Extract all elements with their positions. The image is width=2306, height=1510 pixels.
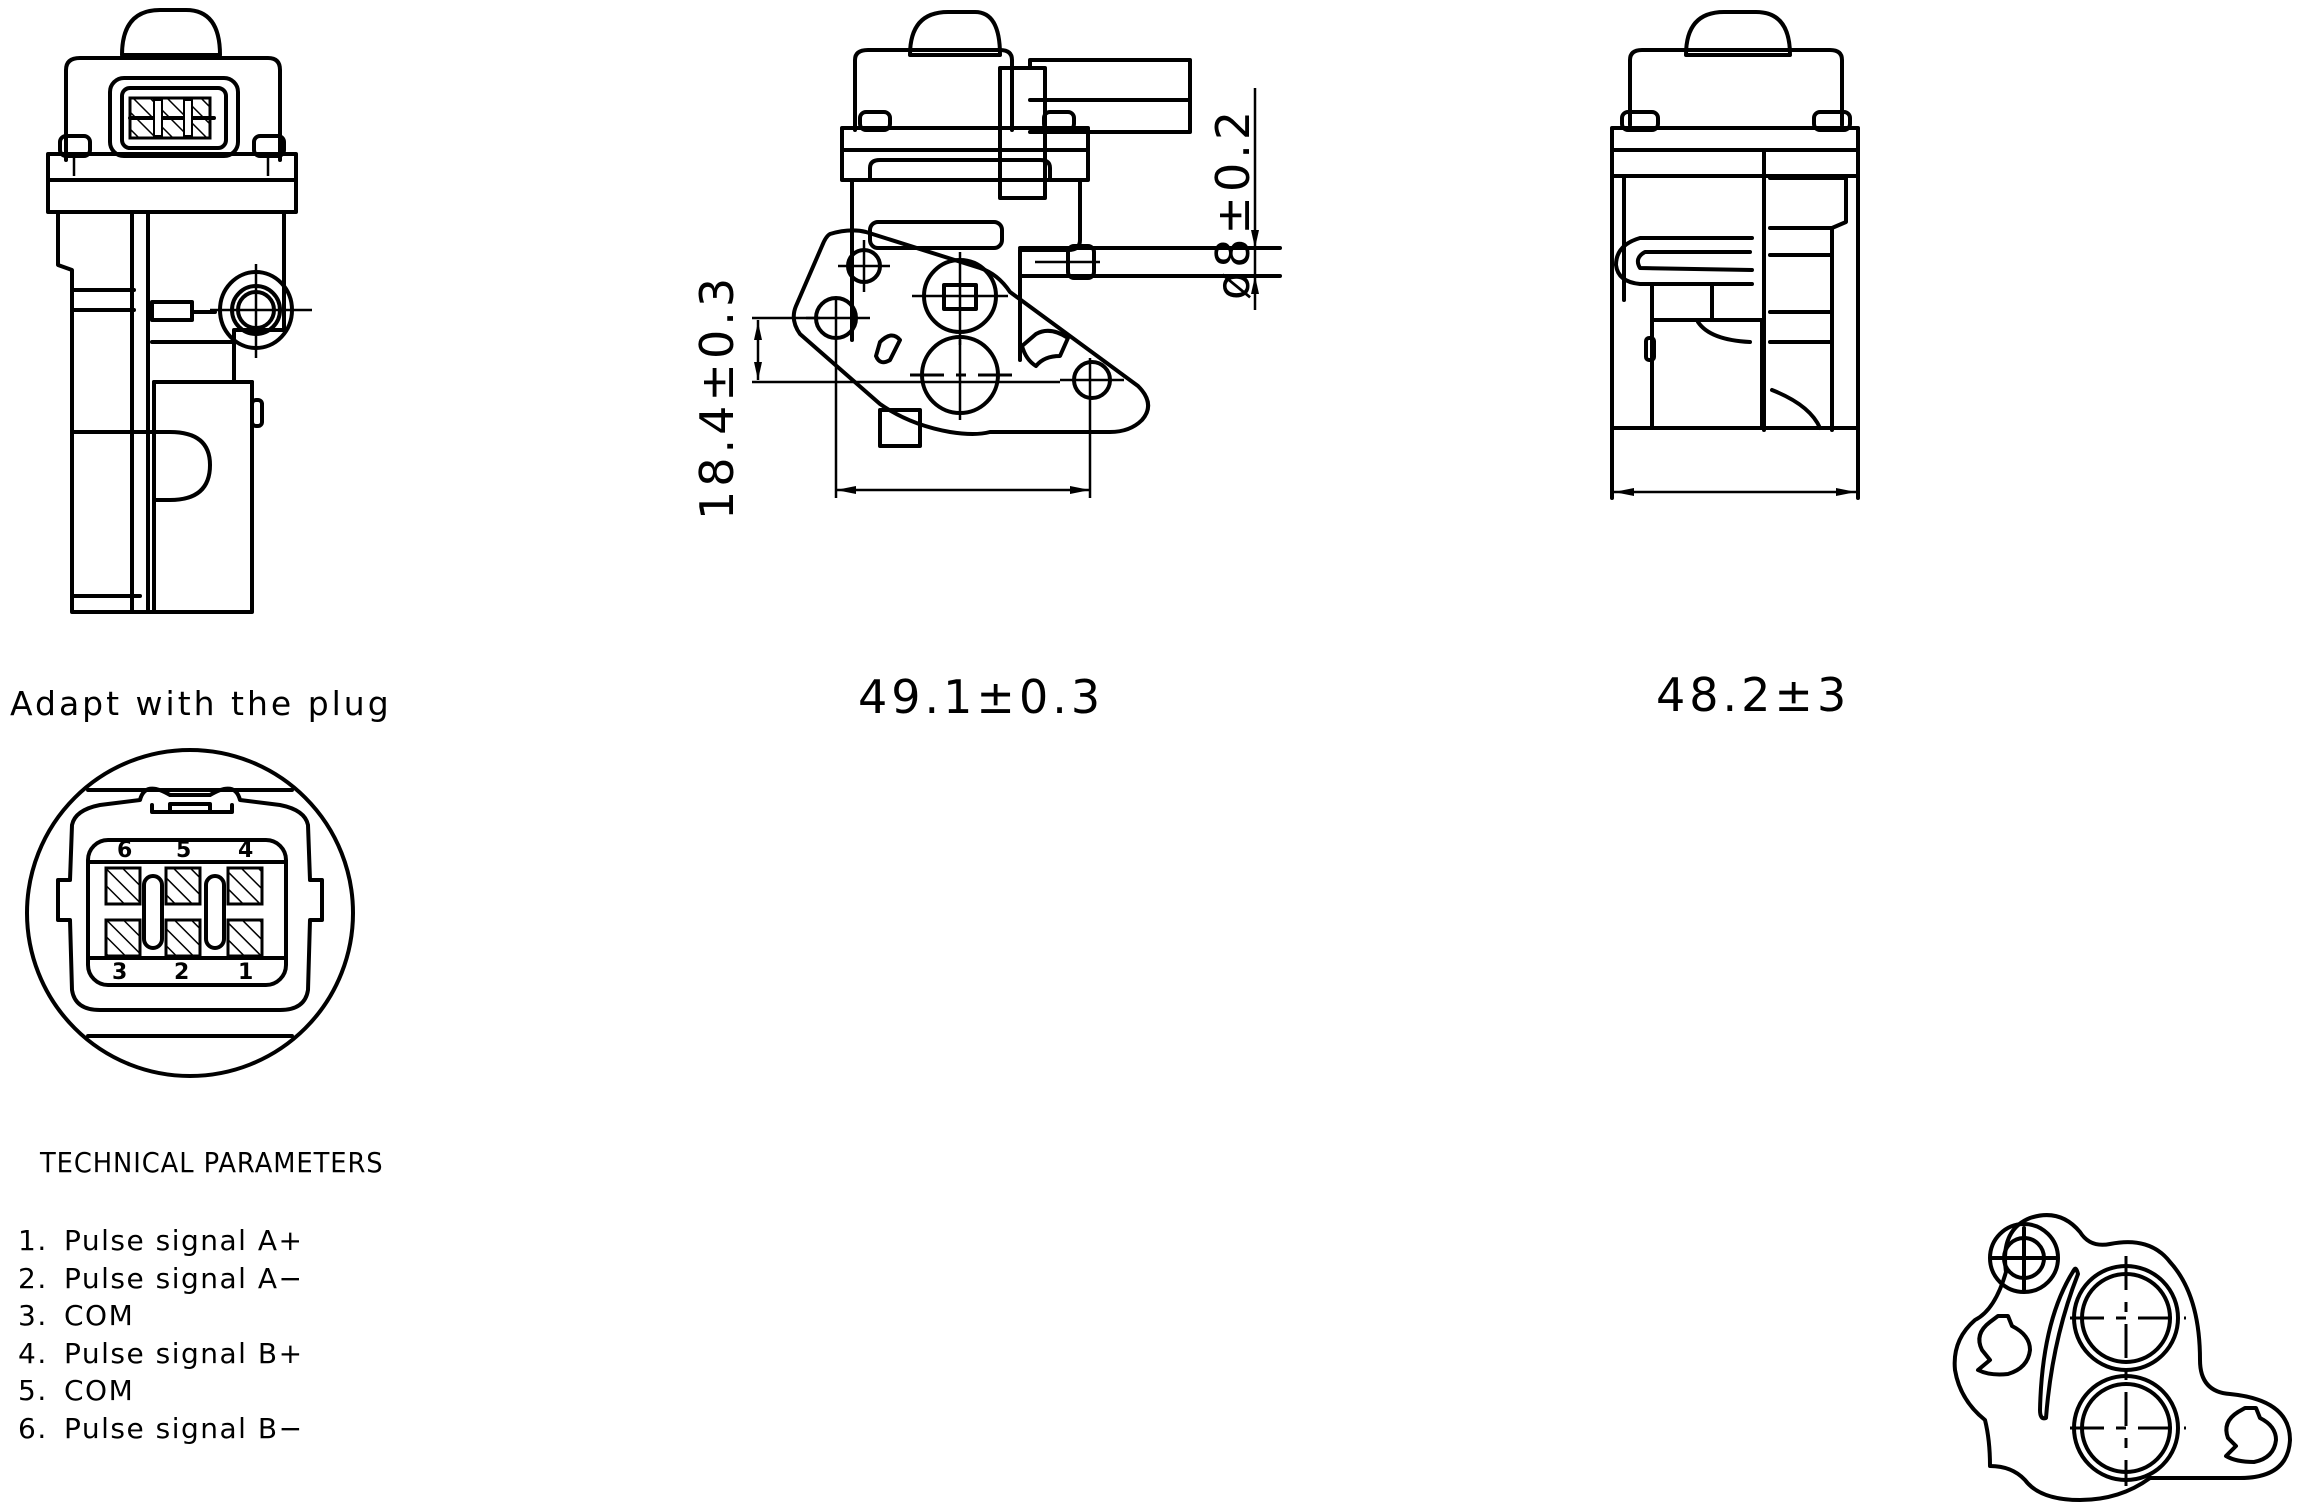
rear-side-view	[1610, 10, 1860, 500]
parameter-item: 4.Pulse signal B+	[18, 1336, 304, 1370]
connector-caption: Adapt with the plug	[10, 684, 392, 723]
parameter-item: 6.Pulse signal B−	[18, 1411, 304, 1445]
dimension-pipe-diameter: ø8±0.2	[1206, 106, 1260, 300]
pin-label-6: 6	[117, 838, 133, 863]
parameter-item: 5.COM	[18, 1374, 135, 1407]
technical-parameters-list: 1.Pulse signal A+ 2.Pulse signal A− 3.CO…	[18, 1222, 304, 1447]
parameter-item: 2.Pulse signal A−	[18, 1261, 304, 1295]
flange-bottom-view	[1952, 1213, 2292, 1502]
pin-label-1: 1	[238, 960, 254, 985]
pin-label-3: 3	[112, 960, 128, 985]
side-view-flange	[752, 10, 1282, 498]
parameter-item: 3.COM	[18, 1299, 135, 1332]
dimension-body-width: 48.2±3	[1656, 668, 1851, 722]
pin-label-2: 2	[174, 960, 190, 985]
pin-label-5: 5	[176, 838, 192, 863]
pin-label-4: 4	[238, 838, 254, 863]
dimension-flange-width: 49.1±0.3	[858, 670, 1105, 724]
dimension-flange-height: 18.4±0.3	[690, 273, 744, 520]
front-view	[46, 8, 312, 614]
connector-detail	[25, 748, 355, 1078]
parameter-item: 1.Pulse signal A+	[18, 1224, 304, 1257]
technical-parameters-title: TECHNICAL PARAMETERS	[40, 1146, 384, 1179]
